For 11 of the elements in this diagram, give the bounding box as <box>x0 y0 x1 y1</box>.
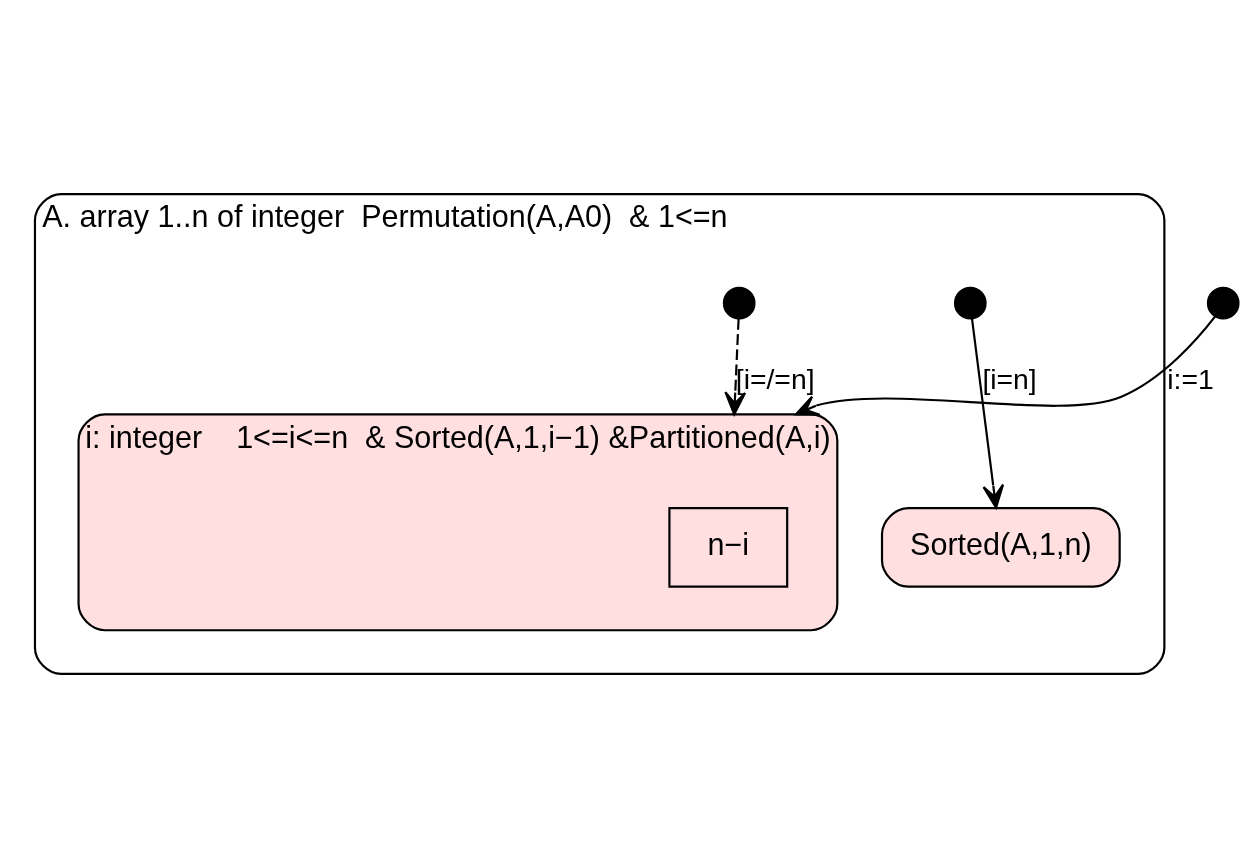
node-circle <box>722 286 756 320</box>
edge-label: [i=/=n] <box>735 363 815 396</box>
node-box: Sorted(A,1,n) <box>880 507 1121 588</box>
edge-label: i:=1 <box>1167 363 1214 396</box>
edge-label: [i=n] <box>982 363 1037 396</box>
arrow <box>724 318 747 416</box>
node-circle <box>953 286 987 320</box>
arrow <box>970 318 1005 509</box>
node-circle <box>1206 286 1240 320</box>
arrow <box>794 315 1216 416</box>
node-box: n−i <box>668 507 789 588</box>
